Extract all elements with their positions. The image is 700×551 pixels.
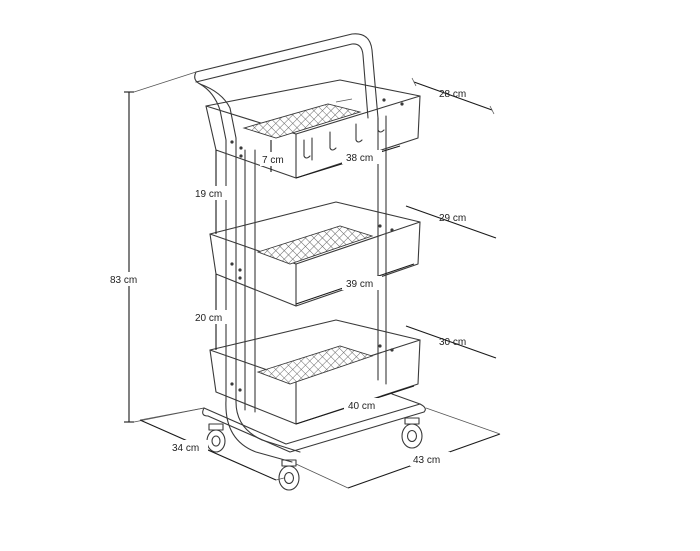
dim-base-width <box>139 407 285 481</box>
top-basket <box>205 79 421 179</box>
front-post <box>225 137 301 463</box>
label-total-height: 83 cm <box>110 275 137 286</box>
cart-illustration <box>194 33 426 491</box>
label-middle-length: 39 cm <box>346 279 373 290</box>
label-basket-depth: 7 cm <box>262 155 284 166</box>
dim-middle-width <box>405 205 497 239</box>
label-gap-bottom: 20 cm <box>195 313 222 324</box>
dimension-labels: 83 cm 19 cm 20 cm 7 cm 28 cm 38 cm 29 cm… <box>108 89 466 466</box>
caster-front <box>278 459 300 491</box>
caster-left <box>206 423 226 453</box>
label-top-length: 38 cm <box>346 153 373 164</box>
dim-bottom-width <box>405 325 497 359</box>
label-bottom-width: 30 cm <box>439 337 466 348</box>
dim-total-height <box>124 71 205 423</box>
label-base-width: 34 cm <box>172 443 199 454</box>
bottom-basket <box>209 319 421 425</box>
label-base-length: 43 cm <box>413 455 440 466</box>
caster-wheels <box>206 417 423 491</box>
label-top-width: 28 cm <box>439 89 466 100</box>
label-middle-width: 29 cm <box>439 213 466 224</box>
base-frame <box>202 393 426 453</box>
dimension-lines <box>124 71 501 489</box>
label-gap-top: 19 cm <box>195 189 222 200</box>
caster-right <box>401 417 423 449</box>
label-bottom-length: 40 cm <box>348 401 375 412</box>
dim-top-width <box>411 77 495 115</box>
hooks <box>303 117 385 159</box>
middle-basket <box>209 201 421 307</box>
